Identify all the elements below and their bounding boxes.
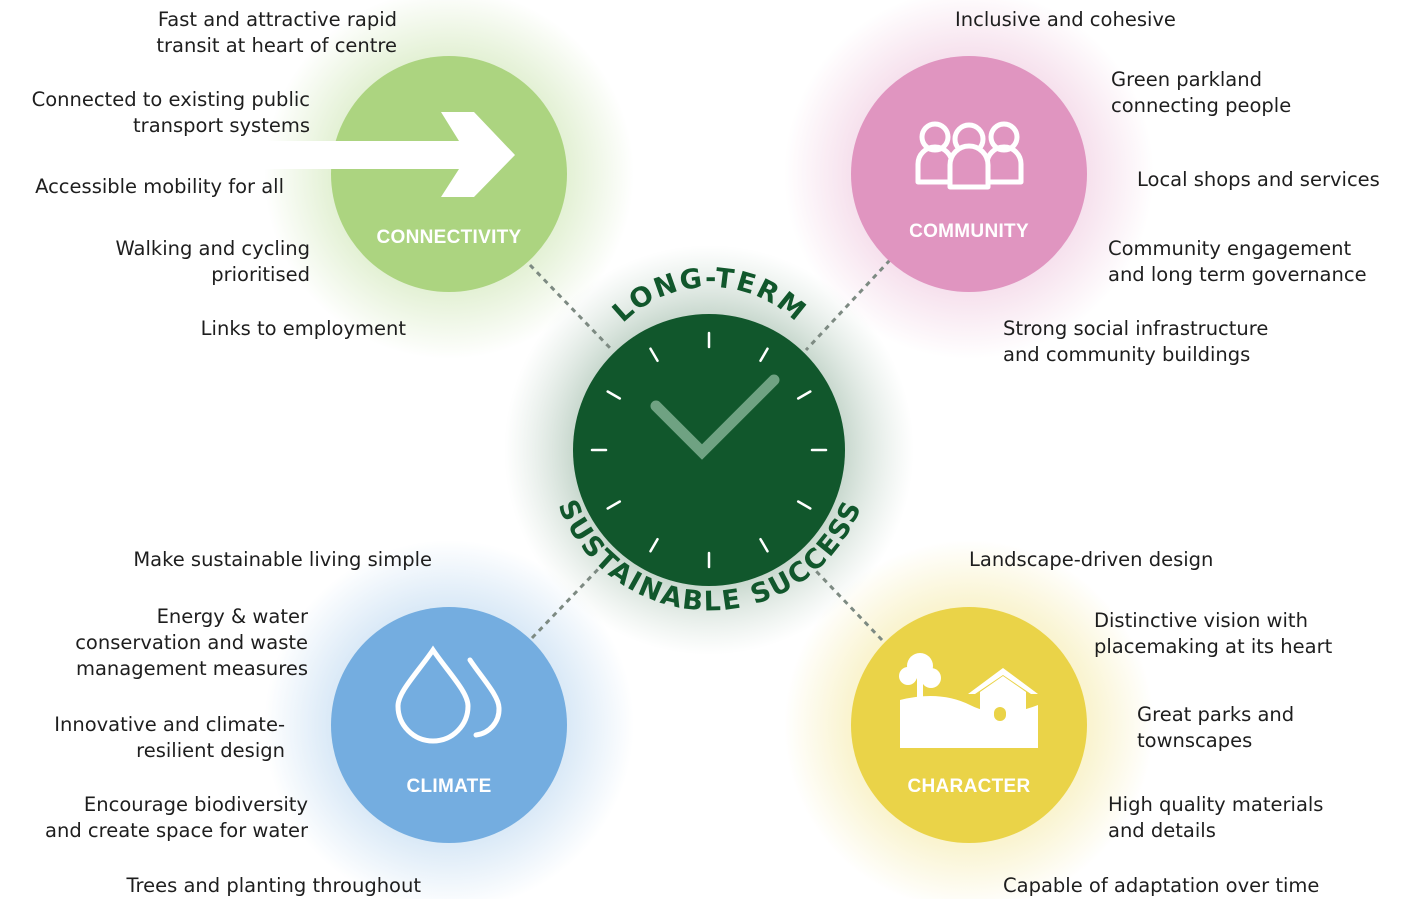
clock-tick — [796, 390, 812, 400]
character-item-5: Capable of adaptation over time — [1003, 874, 1320, 897]
clock-tick — [649, 537, 659, 553]
clock-tick — [606, 390, 622, 400]
checkmark-hands-icon — [650, 374, 780, 460]
connectivity-item-1: Fast and attractive rapid transit at hea… — [156, 8, 397, 57]
character-title: CHARACTER — [907, 776, 1030, 797]
connectivity-title: CONNECTIVITY — [376, 227, 521, 248]
arrow-right-icon — [262, 112, 515, 197]
climate-item-4: Encourage biodiversity and create space … — [45, 793, 308, 842]
water-drops-icon — [395, 645, 502, 744]
character-item-3: Great parks and townscapes — [1137, 703, 1295, 752]
community-item-4: Community engagement and long term gover… — [1108, 237, 1367, 286]
clock-tick — [759, 537, 769, 553]
clock-ticks — [590, 331, 828, 569]
climate-title: CLIMATE — [406, 776, 491, 797]
connectivity-item-4: Walking and cycling prioritised — [115, 237, 311, 286]
clock-tick — [796, 500, 812, 510]
character-item-1: Landscape-driven design — [969, 548, 1214, 571]
connector-character — [813, 568, 884, 642]
climate-item-3: Innovative and climate- resilient design — [54, 713, 285, 762]
clock-tick — [759, 347, 769, 363]
community-item-1: Inclusive and cohesive — [955, 8, 1176, 31]
character-item-4: High quality materials and details — [1108, 793, 1324, 842]
connectivity-circle — [331, 56, 567, 292]
community-item-3: Local shops and services — [1137, 168, 1380, 191]
connector-community — [804, 258, 892, 352]
clock-tick — [606, 500, 622, 510]
community-item-5: Strong social infrastructure and communi… — [1003, 317, 1269, 366]
character-item-2: Distinctive vision with placemaking at i… — [1094, 609, 1333, 658]
community-item-2: Green parkland connecting people — [1111, 68, 1292, 117]
climate-item-5: Trees and planting throughout — [126, 874, 421, 897]
tree-house-landscape-icon — [899, 653, 1038, 748]
connectivity-item-3: Accessible mobility for all — [35, 175, 284, 198]
climate-item-2: Energy & water conservation and waste ma… — [75, 605, 308, 680]
climate-circle — [331, 607, 567, 843]
community-title: COMMUNITY — [909, 221, 1029, 242]
connectivity-item-2: Connected to existing public transport s… — [31, 88, 310, 137]
clock-tick — [649, 347, 659, 363]
connector-lines — [528, 258, 892, 642]
climate-item-1: Make sustainable living simple — [133, 548, 432, 571]
connector-climate — [530, 560, 607, 640]
connectivity-item-5: Links to employment — [200, 317, 406, 340]
people-group-icon — [915, 121, 1024, 190]
